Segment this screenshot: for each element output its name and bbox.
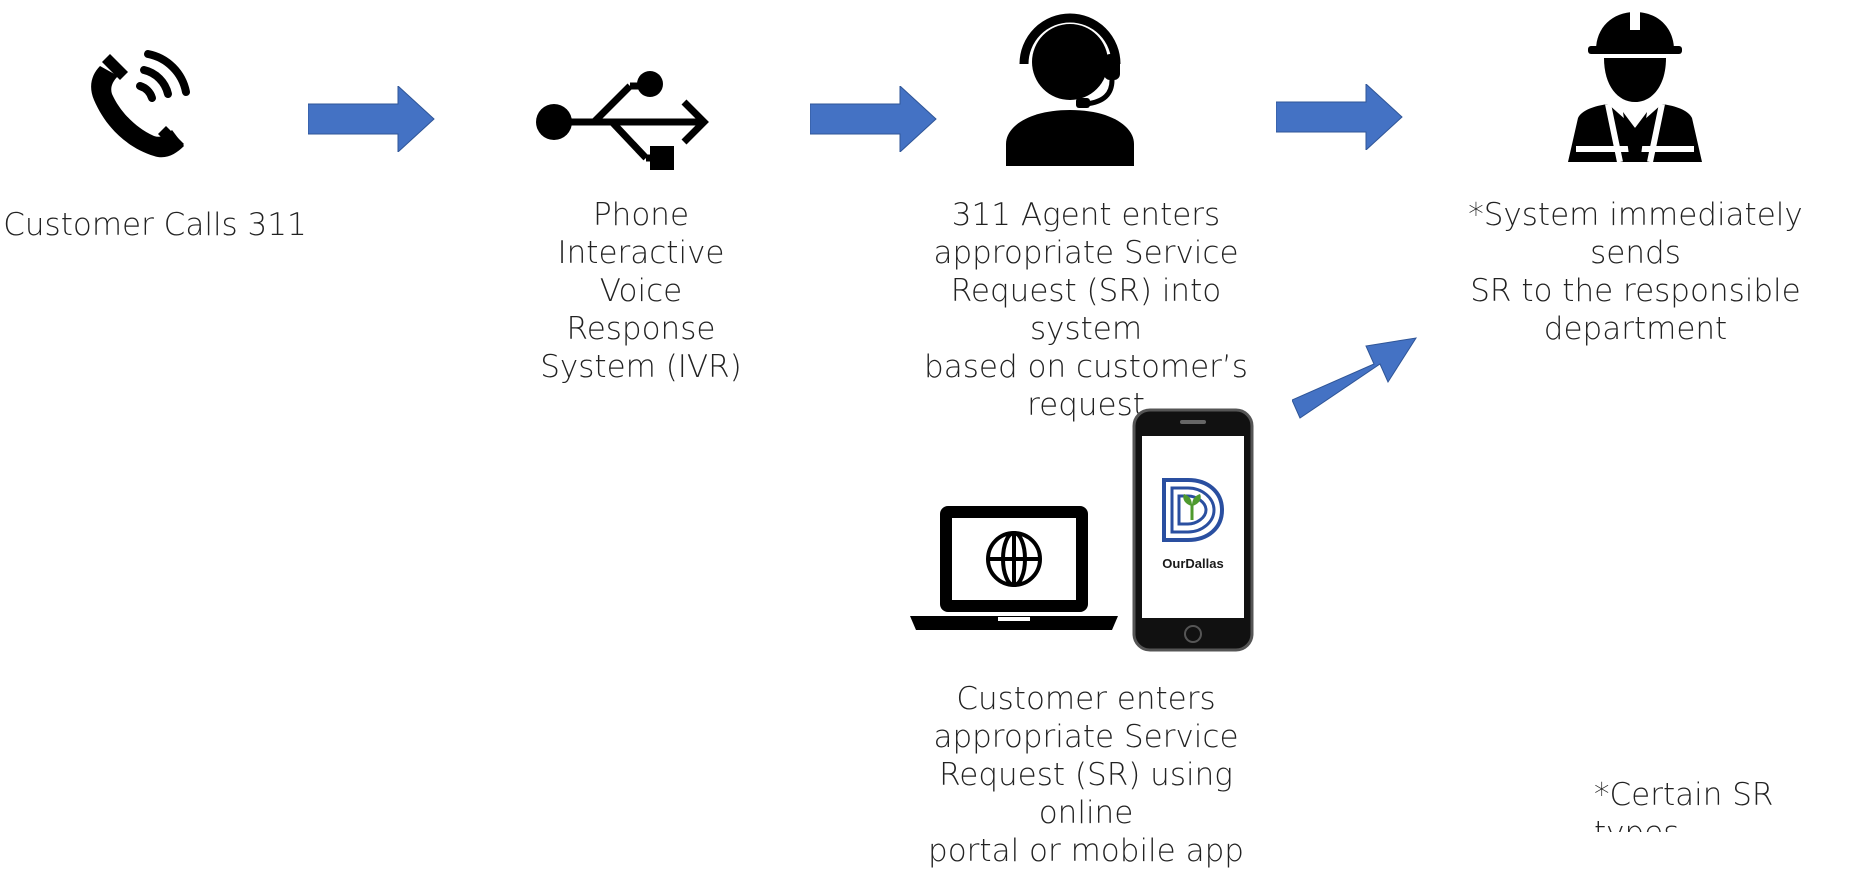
node-label-department: *System immediately sends SR to the resp… xyxy=(1468,197,1803,347)
flow-arrow xyxy=(307,84,436,156)
flow-arrow-diagonal xyxy=(1291,334,1422,428)
node-label-online: Customer enters appropriate Service Requ… xyxy=(928,681,1244,869)
usb-icon xyxy=(534,70,710,178)
laptop-globe-icon xyxy=(910,504,1118,634)
node-label-ivr: Phone Interactive Voice Response System … xyxy=(540,197,742,385)
node-label-call: Customer Calls 311 xyxy=(3,207,307,243)
headset-agent-icon xyxy=(1000,10,1140,166)
footnote: *Certain SR types emergencies ap xyxy=(1594,777,1774,832)
flow-arrow xyxy=(1275,82,1404,154)
mobile-app-icon: OurDallas xyxy=(1132,408,1254,652)
construction-worker-icon xyxy=(1560,6,1710,163)
node-label-agent: 311 Agent enters appropriate Service Req… xyxy=(924,197,1248,423)
flow-arrow xyxy=(809,84,938,156)
app-logo-text: OurDallas xyxy=(1162,556,1224,571)
phone-icon xyxy=(78,40,198,160)
